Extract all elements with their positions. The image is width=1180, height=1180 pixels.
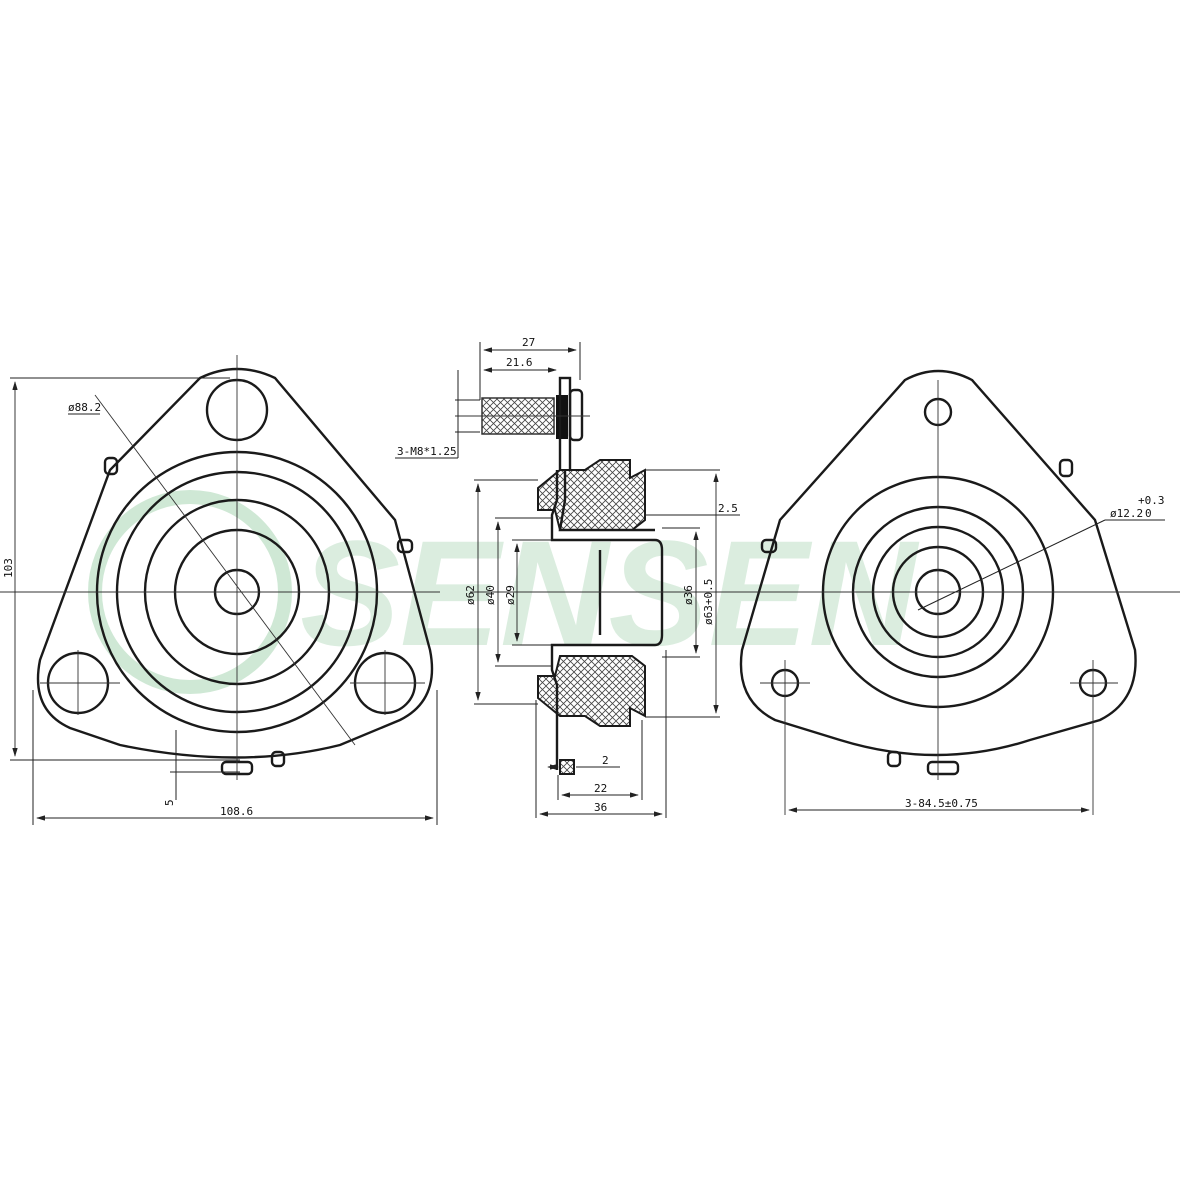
rear-outline [739,369,1137,757]
stud-length-thread-dim: 21.6 [506,356,533,369]
dia-29-dim: ø29 [504,585,517,605]
front-view: 103 108.6 ø88.2 5 [0,355,440,825]
plate-thickness-dim: 2 [602,754,609,767]
stud-head [556,395,568,439]
depth-22-dim: 22 [594,782,607,795]
dia-62-dim: ø62 [464,585,477,605]
thread-spec-label: 3-M8*1.25 [397,445,457,458]
bore-tol-lower: 0 [1145,507,1152,520]
bore-tol-upper: +0.3 [1138,494,1165,507]
bolt-circle-dim: 3-84.5±0.75 [905,797,978,810]
depth-36-dim: 36 [594,801,607,814]
bore-dim: ø12.2 [1110,507,1143,520]
outer-diameter-dim: ø88.2 [68,401,101,414]
rear-view: ø12.2 0 +0.3 3-84.5±0.75 [730,369,1180,815]
watermark-text: SENSEN [300,509,920,677]
front-outline [36,367,434,759]
watermark: SENSEN [88,490,920,694]
dia-63-dim: ø63+0.5 [702,579,715,625]
stud-length-total-dim: 27 [522,336,535,349]
section-view: 27 21.6 3-M8*1.25 ø62 ø40 ø29 ø36 ø63+0.… [395,336,740,818]
dia-36-dim: ø36 [682,585,695,605]
flange-offset-dim: 2.5 [718,502,738,515]
height-dim: 103 [2,558,15,578]
dia-40-dim: ø40 [484,585,497,605]
width-dim: 108.6 [220,805,253,818]
offset-dim: 5 [163,799,176,806]
